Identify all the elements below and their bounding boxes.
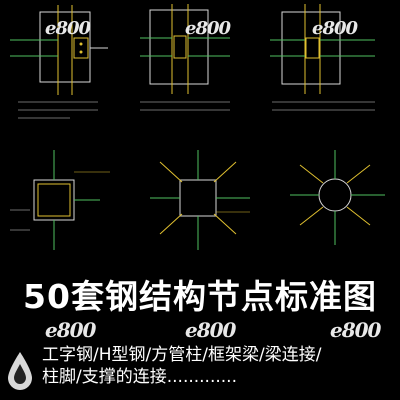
- detail-3: [270, 4, 375, 111]
- logo-drop-icon: [8, 352, 32, 390]
- detail-4: [10, 150, 110, 250]
- watermark: e800: [330, 318, 381, 342]
- subtitle-line-2: 柱脚/支撑的连接.............: [42, 367, 237, 387]
- watermark: e800: [45, 18, 91, 39]
- detail-2: [140, 4, 230, 111]
- detail-6: [290, 150, 385, 245]
- watermark: e800: [312, 18, 358, 39]
- watermark: e800: [185, 318, 236, 342]
- detail-5: [150, 150, 250, 250]
- cad-drawings: [10, 4, 385, 250]
- subtitle-line-1: 工字钢/H型钢/方管柱/框架梁/梁连接/: [42, 345, 322, 365]
- page-title: 50套钢结构节点标准图: [23, 277, 377, 316]
- watermark: e800: [185, 18, 231, 39]
- watermark: e800: [45, 318, 96, 342]
- detail-1: [10, 5, 108, 119]
